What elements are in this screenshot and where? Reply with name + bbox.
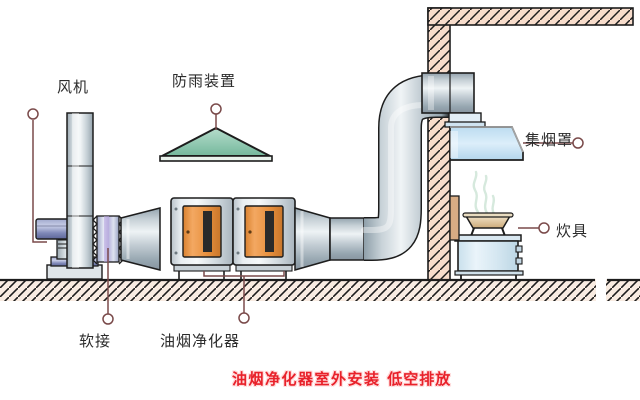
diagram-caption: 油烟净化器室外安装 低空排放 — [232, 368, 451, 389]
duct-transition-left — [120, 207, 161, 271]
label-flex-connector: 软接 — [79, 332, 112, 350]
purifier-b — [232, 197, 296, 279]
riser-duct — [350, 72, 475, 261]
caption-main: 油烟净化器室外安装 — [232, 370, 381, 388]
ground-line — [0, 278, 640, 301]
smoke-hood — [444, 112, 524, 161]
flex-connector — [92, 215, 124, 265]
rain-cover — [159, 126, 273, 162]
leader-lines — [27, 103, 584, 325]
label-stove: 炊具 — [556, 222, 589, 240]
caption-sub: 低空排放 — [387, 370, 452, 388]
label-smoke-hood: 集烟罩 — [525, 131, 574, 149]
label-purifier: 油烟净化器 — [160, 332, 241, 350]
duct-transition-right — [294, 207, 365, 271]
stove-unit — [449, 170, 524, 279]
label-fan: 风机 — [57, 78, 90, 96]
purifier-a — [170, 197, 234, 279]
fan-unit — [35, 112, 103, 280]
label-rain-cover: 防雨装置 — [172, 72, 237, 90]
